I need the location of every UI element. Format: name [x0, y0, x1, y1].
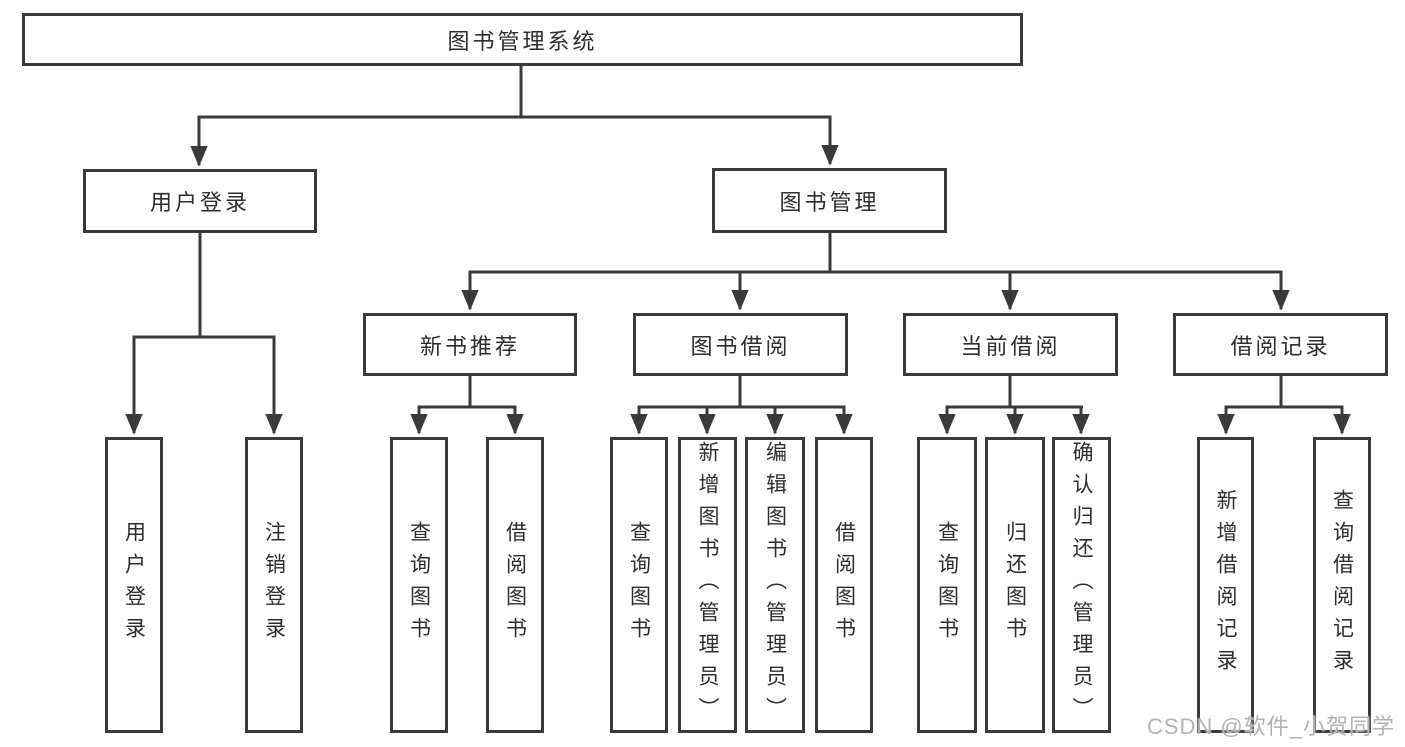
node-new-book-recommend: 新书推荐 [363, 313, 577, 376]
leaf-current-return-book-label: 归还图书 [1003, 521, 1027, 649]
leaf-recommend-borrow-book: 借阅图书 [486, 437, 544, 733]
leaf-borrow-edit-book-admin: 编辑图书（管理员） [745, 437, 805, 733]
node-book-management-label: 图书管理 [779, 189, 880, 215]
leaf-borrow-borrow-book: 借阅图书 [815, 437, 873, 733]
node-borrow-records: 借阅记录 [1173, 313, 1388, 376]
node-book-borrow: 图书借阅 [633, 313, 848, 376]
leaf-current-query-book: 查询图书 [917, 437, 977, 733]
leaf-current-query-book-label: 查询图书 [935, 521, 959, 649]
leaf-add-borrow-record-label: 新增借阅记录 [1214, 489, 1237, 681]
leaf-recommend-query-book-label: 查询图书 [407, 521, 431, 649]
leaf-borrow-add-book-admin-label: 新增图书（管理员） [696, 441, 719, 729]
node-user-login-label: 用户登录 [149, 190, 250, 215]
csdn-watermark: CSDN @软件_小贺同学 [1146, 714, 1395, 739]
leaf-query-borrow-record: 查询借阅记录 [1313, 437, 1371, 733]
leaf-borrow-add-book-admin: 新增图书（管理员） [678, 437, 737, 733]
leaf-logout: 注销登录 [245, 437, 303, 733]
node-root-label: 图书管理系统 [447, 28, 598, 54]
leaf-recommend-borrow-book-label: 借阅图书 [503, 521, 527, 649]
node-borrow-records-label: 借阅记录 [1230, 333, 1331, 359]
leaf-borrow-query-book-label: 查询图书 [627, 521, 651, 649]
leaf-add-borrow-record: 新增借阅记录 [1197, 437, 1254, 733]
node-root-system: 图书管理系统 [22, 13, 1023, 66]
node-book-borrow-label: 图书借阅 [690, 333, 791, 359]
leaf-query-borrow-record-label: 查询借阅记录 [1330, 489, 1354, 681]
leaf-current-return-book: 归还图书 [985, 437, 1045, 733]
leaf-user-login-label: 用户登录 [122, 521, 146, 649]
leaf-borrow-edit-book-admin-label: 编辑图书（管理员） [763, 441, 787, 729]
node-user-login: 用户登录 [83, 169, 317, 233]
leaf-borrow-query-book: 查询图书 [610, 437, 668, 733]
node-new-book-recommend-label: 新书推荐 [419, 333, 520, 359]
leaf-current-confirm-return-admin: 确认归还（管理员） [1052, 437, 1111, 733]
node-book-management: 图书管理 [712, 168, 947, 233]
leaf-recommend-query-book: 查询图书 [390, 437, 448, 733]
leaf-user-login: 用户登录 [105, 437, 163, 733]
leaf-current-confirm-return-admin-label: 确认归还（管理员） [1070, 441, 1093, 729]
node-current-borrow-label: 当前借阅 [960, 333, 1061, 359]
leaf-logout-label: 注销登录 [262, 521, 286, 649]
leaf-borrow-borrow-book-label: 借阅图书 [832, 521, 856, 649]
node-current-borrow: 当前借阅 [903, 313, 1118, 376]
